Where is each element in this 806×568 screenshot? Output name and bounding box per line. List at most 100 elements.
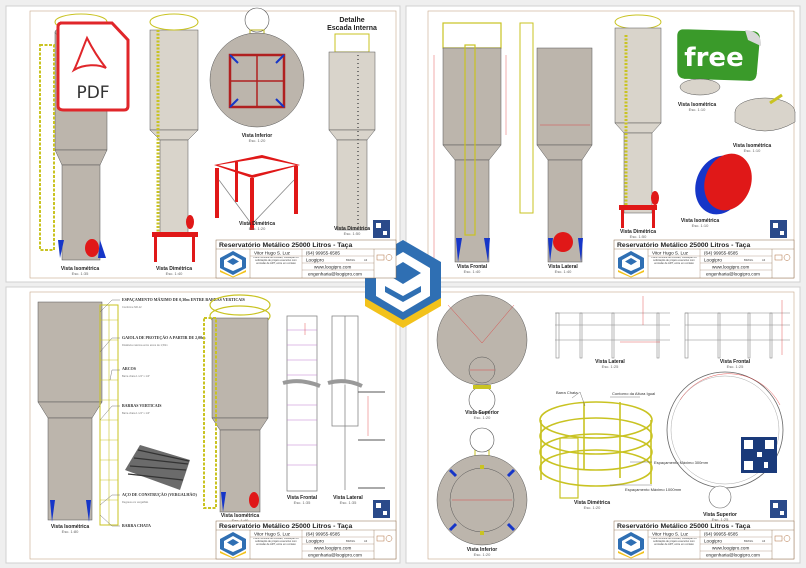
- website-link[interactable]: www.loogipro.com: [314, 265, 351, 270]
- view-label: Vista Lateral: [595, 359, 625, 365]
- view-scale: Esc. 1:40: [166, 271, 183, 276]
- website-link[interactable]: www.loogipro.com: [712, 546, 749, 551]
- railing-side-front-views: [555, 296, 790, 359]
- projection-symbol-icon: [376, 254, 393, 261]
- projection-symbol-icon: [376, 535, 393, 542]
- large-qr-code: [741, 437, 777, 473]
- view-label: Vista Frontal: [720, 359, 751, 365]
- dimetric-railing-drawing: Barra Chata Contorno da Altura Igual Esp…: [539, 390, 709, 499]
- company-name: Loogipro: [306, 539, 324, 544]
- qr-code: [373, 220, 390, 238]
- view-scale: Esc. 1:40: [464, 269, 481, 274]
- view-label: Vista Lateral: [548, 264, 578, 270]
- drawing-title: Reservatório Metálico 25000 Litros - Taç…: [617, 242, 750, 249]
- email-link[interactable]: engenharia@loogipro.com: [308, 272, 362, 277]
- view-scale: Esc. 1:10: [692, 223, 709, 228]
- sheet-size: A3: [364, 539, 368, 543]
- drawing-title: Reservatório Metálico 25000 Litros - Taç…: [219, 242, 352, 249]
- view-scale: Esc. 1:10: [744, 148, 761, 153]
- drawing-title: Reservatório Metálico 25000 Litros - Taç…: [617, 523, 750, 530]
- dimetric-tower-view-2: [614, 14, 662, 228]
- note-heading: ESPAÇAMENTO MÁXIMO DE 0,30m ENTRE BARRAS…: [122, 297, 246, 302]
- view-label: Vista Superior: [465, 410, 499, 416]
- title-block-logo: [618, 532, 644, 559]
- view-label: Vista Dimétrica: [239, 221, 275, 227]
- country: BRASIL: [744, 539, 754, 543]
- top-view-railing-plan: [666, 371, 784, 509]
- side-view-drawing: [519, 22, 593, 263]
- callout-spacing-1000: Espaçamento Máximo 1000mm: [625, 487, 682, 492]
- view-scale: Esc. 1:20: [474, 415, 491, 420]
- sheet-size: A3: [364, 258, 368, 262]
- view-scale: Esc. 1:50: [630, 234, 647, 239]
- tall-tower-drawing: [37, 301, 119, 526]
- contact-note: Para consulta de dúvidas, validação ou s…: [253, 257, 299, 265]
- title-block: Reservatório Metálico 25000 Litros - Taç…: [215, 239, 397, 279]
- view-label: Vista Dimétrica: [574, 500, 610, 506]
- view-label: Vista Isométrica: [221, 513, 259, 519]
- free-label: free: [684, 43, 743, 73]
- view-scale: Esc. 1:20: [249, 138, 266, 143]
- country: BRASIL: [346, 539, 356, 543]
- pdf-file-icon: PDF: [56, 21, 130, 112]
- detail-title: Detalhe: [339, 17, 364, 24]
- author-name: Vitor Hugo S. Luz: [254, 532, 291, 537]
- website-link[interactable]: www.loogipro.com: [314, 546, 351, 551]
- title-block-logo: [618, 251, 644, 278]
- drawing-title: Reservatório Metálico 25000 Litros - Taç…: [219, 523, 352, 530]
- view-label: Vista Isométrica: [681, 218, 719, 224]
- isometric-lid-drawing: [679, 78, 796, 215]
- country: BRASIL: [346, 258, 356, 262]
- email-link[interactable]: engenharia@loogipro.com: [706, 553, 760, 558]
- company-name: Loogipro: [704, 258, 722, 263]
- title-block: Reservatório Metálico 25000 Litros - Taç…: [613, 520, 795, 560]
- company-name: Loogipro: [306, 258, 324, 263]
- internal-ladder-detail-drawing: Detalhe Escada Interna: [327, 17, 377, 231]
- view-scale: Esc. 1:20: [584, 505, 601, 510]
- view-label: Vista Superior: [703, 512, 737, 518]
- note-heading: BARRAS VERTICAIS: [122, 403, 162, 408]
- view-scale: Esc. 1:20: [474, 552, 491, 557]
- company-name: Loogipro: [704, 539, 722, 544]
- view-scale: Esc. 1:35: [72, 271, 89, 276]
- view-scale: Esc. 1:80: [62, 529, 79, 534]
- top-view-drawing: [436, 294, 528, 414]
- view-scale: Esc. 1:50: [344, 231, 361, 236]
- note-text: Distância máxima entre arcos de 1,50m: [122, 343, 168, 347]
- view-scale: Esc. 1:40: [232, 518, 249, 523]
- title-block: Reservatório Metálico 25000 Litros - Taç…: [613, 239, 795, 279]
- title-block-logo: [220, 532, 246, 559]
- sheet-size: A3: [762, 539, 766, 543]
- view-scale: Esc. 1:35: [340, 500, 357, 505]
- phone-number: (64) 99955-6585: [704, 532, 738, 537]
- email-link[interactable]: engenharia@loogipro.com: [308, 553, 362, 558]
- phone-number: (64) 99955-6585: [704, 251, 738, 256]
- note-text: Conforme NR-12: [122, 305, 142, 309]
- view-scale: Esc. 1:20: [249, 226, 266, 231]
- note-text: Barra chata 1 1/4" x 1/4": [122, 411, 150, 415]
- note-heading: AÇO DE CONSTRUÇÃO (VERGALHÃO): [122, 492, 197, 497]
- detail-subtitle: Escada Interna: [327, 25, 377, 32]
- view-label: Vista Isométrica: [61, 266, 99, 272]
- qr-code: [770, 220, 787, 238]
- note-heading: GAIOLA DE PROTEÇÃO A PARTIR DE 2,00m: [122, 335, 206, 340]
- bottom-view-drawing: [209, 7, 305, 128]
- view-label: Vista Isométrica: [733, 143, 771, 149]
- note-heading: BARRA CHATA: [122, 523, 151, 528]
- callout-spacing-300: Espaçamento Máximo 300mm: [654, 460, 709, 465]
- view-label: Vista Inferior: [242, 133, 273, 139]
- isometric-tower-cage-drawing: [203, 294, 271, 513]
- title-block: Reservatório Metálico 25000 Litros - Taç…: [215, 520, 397, 560]
- email-link[interactable]: engenharia@loogipro.com: [706, 272, 760, 277]
- view-label: Vista Isométrica: [678, 102, 716, 108]
- website-link[interactable]: www.loogipro.com: [712, 265, 749, 270]
- view-scale: Esc. 1:25: [602, 364, 619, 369]
- country: BRASIL: [744, 258, 754, 262]
- pdf-label: PDF: [76, 83, 109, 103]
- author-name: Vitor Hugo S. Luz: [254, 251, 291, 256]
- qr-code: [373, 500, 390, 518]
- support-structure-drawing: [214, 155, 300, 230]
- phone-number: (64) 99955-6585: [306, 532, 340, 537]
- contact-note: Para consulta de dúvidas, validação ou s…: [253, 538, 299, 546]
